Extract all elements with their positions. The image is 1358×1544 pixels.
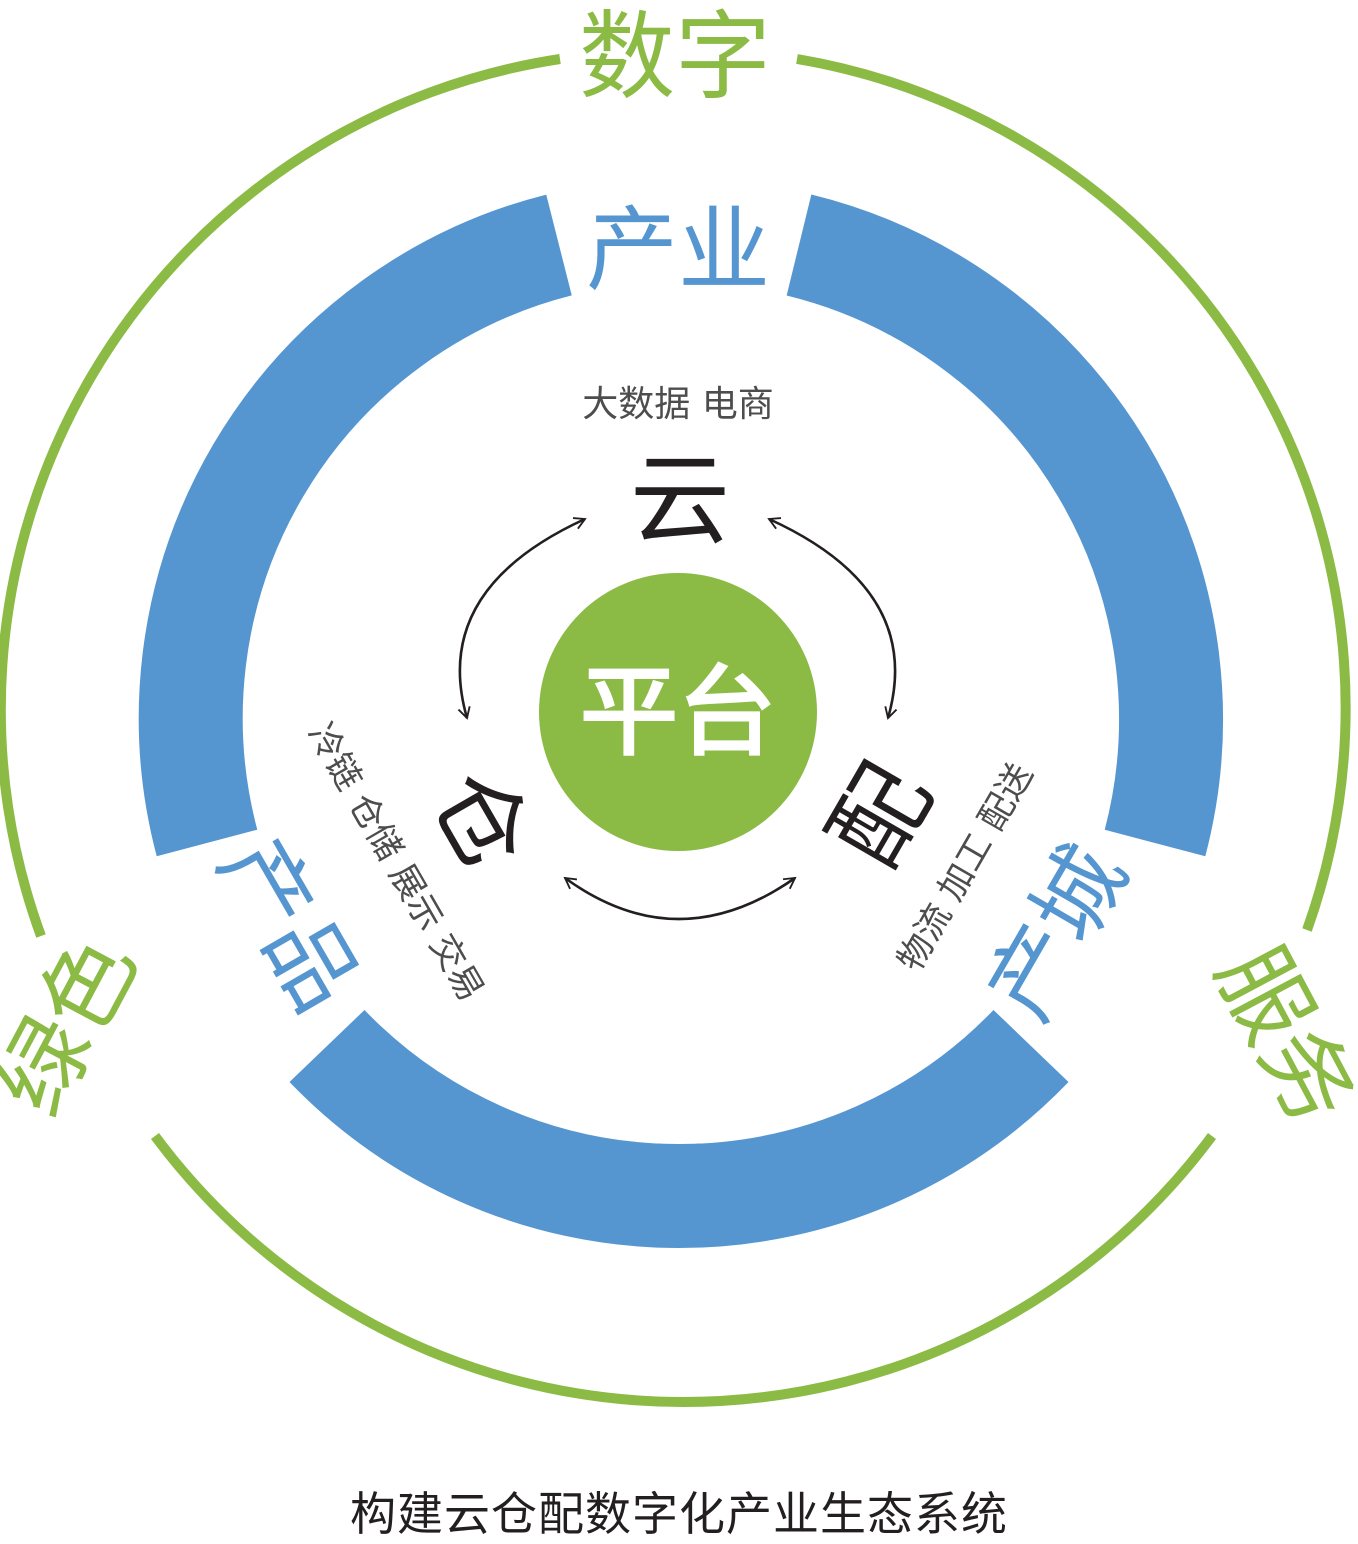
arrow-cloud-warehouse [457,517,587,720]
outer-label-right: 服务 [1195,929,1358,1142]
inner-label-top: 产业 [586,197,770,304]
cycle-arrows [457,517,898,921]
node-cloud-label: 云 [630,442,730,559]
center-label: 平台 [580,656,776,770]
outer-ring-arc-top-left [0,54,561,938]
center-circle [539,573,817,851]
node-delivery-label: 配 [808,746,953,885]
diagram-caption: 构建云仓配数字化产业生态系统 [350,1487,1008,1541]
node-cloud-caption: 大数据 电商 [582,384,773,425]
outer-ring-arc-top-right [796,54,1351,932]
inner-label-right: 产城 [967,829,1148,1037]
outer-ring-arc-bottom [150,1133,1217,1408]
inner-ring-arc-bottom [289,1009,1069,1248]
arrow-cloud-delivery [767,517,898,720]
outer-label-left: 绿色 [0,919,158,1132]
inner-ring [138,194,1224,1248]
arrow-warehouse-delivery [563,876,797,921]
outer-label-top: 数字 [579,1,771,113]
inner-ring-arc-right [786,194,1224,857]
inner-ring-arc-left [138,194,572,857]
node-warehouse-label: 仓 [409,751,554,890]
outer-ring [0,54,1351,1408]
inner-label-left: 产品 [198,821,379,1029]
